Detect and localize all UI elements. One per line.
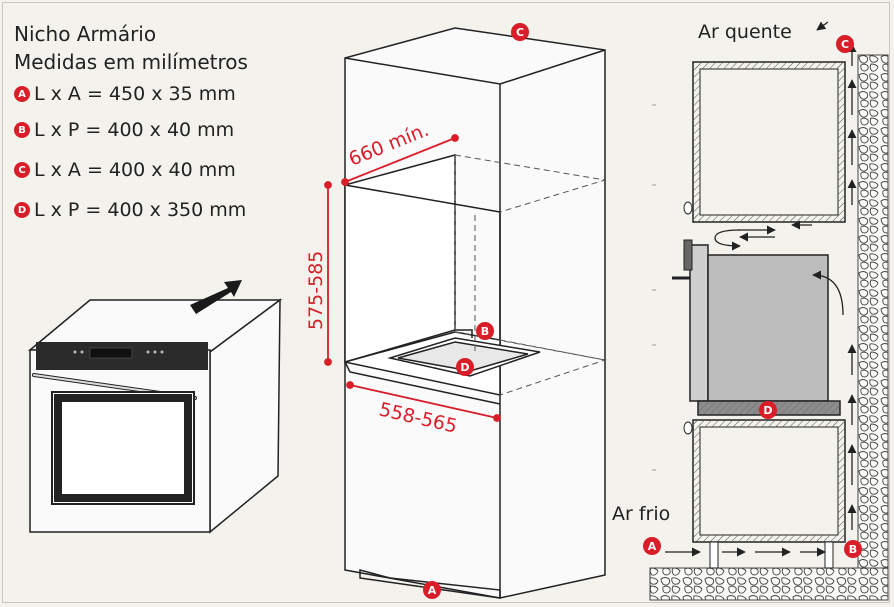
marker-b-badge: B	[14, 122, 30, 138]
upper-cabinet-section	[683, 61, 846, 223]
legend-item-c-text: L x A = 400 x 40 mm	[34, 159, 236, 181]
svg-text:D: D	[763, 404, 772, 417]
svg-text:B: B	[481, 325, 489, 338]
marker-a-badge: A	[14, 86, 30, 102]
marker-b-cabinet: B	[476, 322, 494, 340]
legend-title: Nicho Armário	[14, 22, 157, 46]
marker-a-section: A	[643, 537, 661, 555]
svg-text:A: A	[428, 584, 437, 597]
marker-d-badge: D	[14, 202, 30, 218]
legend-item-a-text: L x A = 450 x 35 mm	[34, 83, 236, 105]
legend-item-a: A L x A = 450 x 35 mm	[14, 78, 248, 110]
legend-item-c: C L x A = 400 x 40 mm	[14, 150, 248, 190]
marker-c-top: C	[511, 23, 529, 41]
dimension-lines	[324, 134, 501, 422]
marker-c-badge: C	[14, 162, 30, 178]
wall-stone	[649, 54, 889, 601]
legend-subtitle: Medidas em milímetros	[14, 50, 248, 74]
legend-item-b: B L x P = 400 x 40 mm	[14, 110, 248, 150]
oven-illustration	[27, 280, 283, 534]
marker-a-bottom: A	[423, 581, 441, 599]
marker-c-section: C	[836, 35, 854, 53]
marker-d-cabinet: D	[456, 358, 474, 376]
legend: Nicho Armário Medidas em milímetros A L …	[14, 20, 248, 230]
cabinet-drawing	[344, 27, 606, 599]
svg-text:B: B	[849, 543, 857, 556]
lower-cabinet-section	[683, 419, 846, 569]
legend-item-b-text: L x P = 400 x 40 mm	[34, 119, 235, 141]
legend-item-d-text: L x P = 400 x 350 mm	[34, 199, 247, 221]
height-dimension: 575-585	[305, 251, 327, 330]
svg-text:A: A	[648, 540, 657, 553]
marker-b-section: B	[844, 540, 862, 558]
push-arrow-icon	[190, 280, 242, 314]
svg-text:C: C	[516, 26, 524, 39]
svg-text:D: D	[460, 361, 469, 374]
svg-text:C: C	[841, 38, 849, 51]
cabinet-hidden-lines	[454, 154, 607, 396]
hot-air-label: Ar quente	[698, 21, 792, 43]
legend-item-d: D L x P = 400 x 350 mm	[14, 190, 248, 230]
cold-air-label: Ar frio	[612, 503, 670, 525]
section-ticks	[652, 104, 656, 471]
oven-section	[672, 239, 829, 402]
marker-d-section: D	[759, 401, 777, 419]
